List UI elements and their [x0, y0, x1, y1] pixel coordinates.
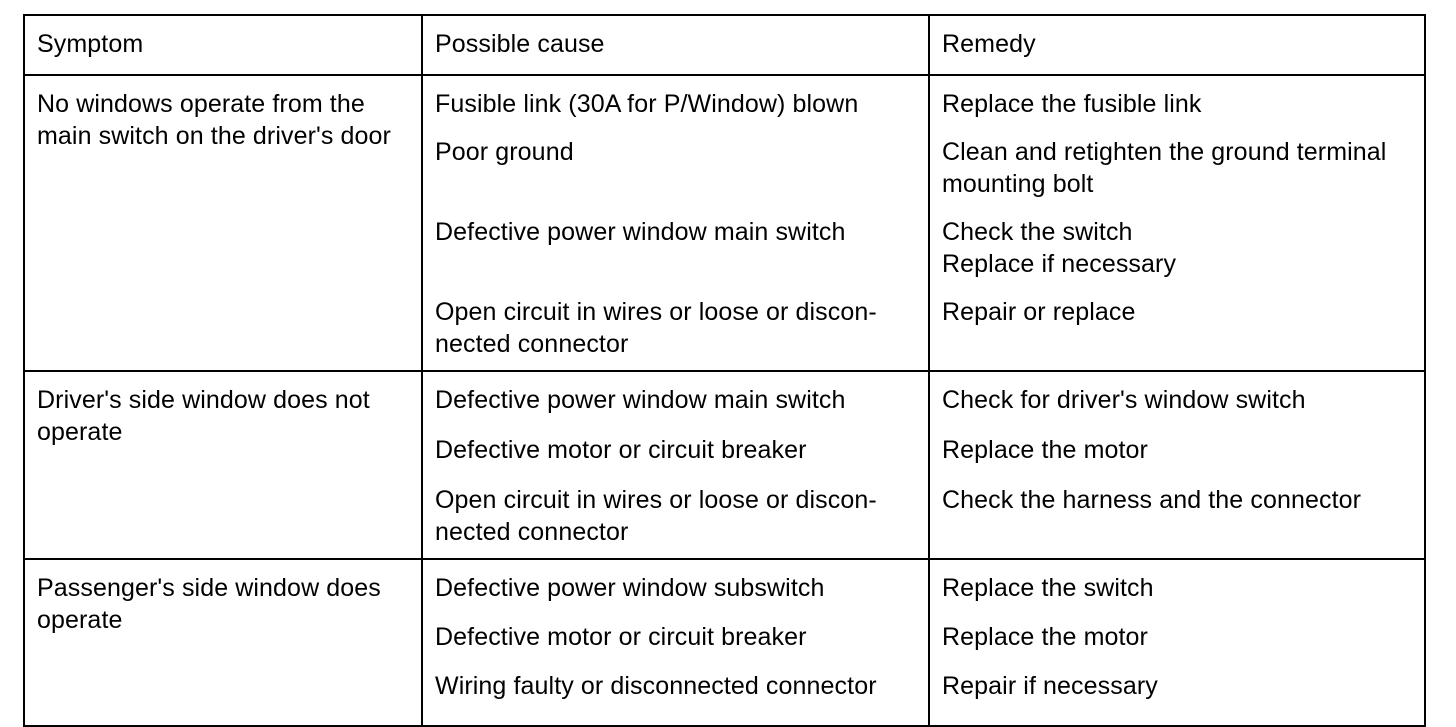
remedy-item: Check for driver's window switch [942, 386, 1306, 414]
cause-cell: Defective power window main switch Defec… [421, 370, 930, 560]
cause-item: Defective power window main switch [435, 218, 846, 246]
remedy-item: Replace the switch [942, 574, 1154, 602]
symptom-cell: Passenger's side window does operate [23, 558, 423, 727]
table-header: Symptom Possible cause Remedy [23, 14, 1426, 76]
cause-item: Defective motor or circuit breaker [435, 436, 807, 464]
remedy-line: Clean and retighten the ground terminal … [942, 138, 1387, 198]
symptom-text: No windows operate from the main switch … [37, 90, 391, 150]
column-header-remedy-label: Remedy [942, 30, 1036, 58]
remedy-list: Replace the switch Replace the motor Rep… [942, 572, 1410, 715]
table-row: Passenger's side window does operate Def… [23, 558, 1426, 727]
cause-item: Defective power window subswitch [435, 574, 825, 602]
cause-item: Defective motor or circuit breaker [435, 623, 807, 651]
troubleshooting-table: Symptom Possible cause Remedy No windows [23, 14, 1426, 727]
remedy-cell: Replace the fusible link Clean and retig… [928, 74, 1426, 372]
remedy-item: Replace the fusible link [942, 88, 1410, 136]
remedy-item: Clean and retighten the ground terminal … [942, 136, 1410, 216]
document-page: Symptom Possible cause Remedy No windows [23, 14, 1426, 727]
remedy-item: Repair if necessary [942, 672, 1158, 700]
column-header-cause: Possible cause [421, 14, 930, 76]
cause-item: Defective power window main switch [435, 386, 846, 414]
remedy-line: Repair or replace [942, 298, 1136, 326]
symptom-text: Passenger's side window does operate [37, 574, 381, 634]
cause-item: Poor ground [435, 138, 574, 166]
remedy-item: Replace the motor [942, 623, 1148, 651]
remedy-list: Replace the fusible link Clean and retig… [942, 88, 1410, 356]
cause-item: Wiring faulty or disconnected connector [435, 672, 877, 700]
column-header-symptom-label: Symptom [37, 30, 144, 58]
remedy-list: Check for driver's window switch Replace… [942, 384, 1410, 544]
cause-cell: Defective power window subswitch Defecti… [421, 558, 930, 727]
column-header-remedy: Remedy [928, 14, 1426, 76]
remedy-cell: Replace the switch Replace the motor Rep… [928, 558, 1426, 727]
remedy-line: Replace the fusible link [942, 90, 1202, 118]
symptom-text: Driver's side window does not operate [37, 386, 370, 446]
troubleshooting-table-frame: Symptom Possible cause Remedy No windows [23, 14, 1426, 727]
symptom-cell: Driver's side window does not operate [23, 370, 423, 560]
cause-item: Fusible link (30A for P/Window) blown [435, 90, 859, 118]
remedy-item: Replace the motor [942, 436, 1148, 464]
column-header-symptom: Symptom [23, 14, 423, 76]
symptom-cell: No windows operate from the main switch … [23, 74, 423, 372]
cause-list: Defective power window main switch Defec… [435, 384, 914, 548]
remedy-item: Check the switch Replace if necessary [942, 216, 1410, 296]
remedy-item: Repair or replace [942, 296, 1410, 356]
table-header-row: Symptom Possible cause Remedy [23, 14, 1426, 76]
cause-item: Open circuit in wires or loose or discon… [435, 486, 877, 546]
table-row: Driver's side window does not operate De… [23, 370, 1426, 560]
remedy-cell: Check for driver's window switch Replace… [928, 370, 1426, 560]
remedy-line: Check the switch [942, 218, 1133, 246]
cause-item: Open circuit in wires or loose or discon… [435, 298, 877, 358]
table-body: No windows operate from the main switch … [23, 74, 1426, 727]
cause-list: Fusible link (30A for P/Window) blown Po… [435, 88, 914, 360]
table-row: No windows operate from the main switch … [23, 74, 1426, 372]
remedy-line-secondary: Replace if necessary [942, 250, 1177, 278]
column-header-cause-label: Possible cause [435, 30, 605, 58]
cause-cell: Fusible link (30A for P/Window) blown Po… [421, 74, 930, 372]
remedy-item: Check the harness and the connector [942, 486, 1362, 514]
